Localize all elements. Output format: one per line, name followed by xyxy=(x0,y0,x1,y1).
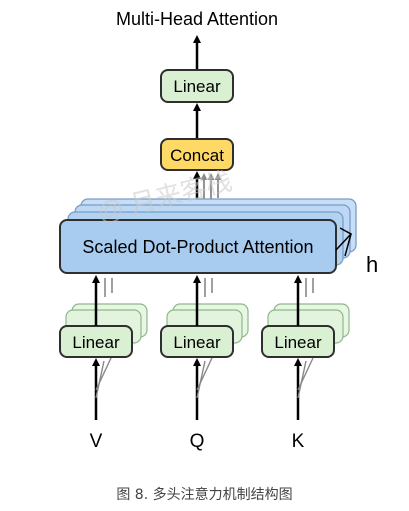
attention-label: Scaled Dot-Product Attention xyxy=(82,237,313,257)
top-linear-box xyxy=(160,69,234,103)
v-linear-label: Linear xyxy=(72,333,120,352)
projection-column-k: Linear K xyxy=(261,275,350,452)
top-linear-label: Linear xyxy=(173,77,221,96)
q-input-label: Q xyxy=(190,431,205,452)
figure-caption: 图 8. 多头注意力机制结构图 xyxy=(116,487,293,503)
k-input-fan-1 xyxy=(297,360,307,399)
projection-column-q: Linear Q xyxy=(160,275,249,452)
q-linear-label: Linear xyxy=(173,333,221,352)
heads-label: h xyxy=(366,252,378,277)
heads-brace xyxy=(335,227,353,257)
q-input-fan-2 xyxy=(196,357,213,391)
attention-box xyxy=(59,219,337,274)
k-linear-label: Linear xyxy=(274,333,322,352)
concat-box xyxy=(160,138,234,171)
v-input-fan-1 xyxy=(95,360,105,399)
v-input-label: V xyxy=(90,431,103,452)
k-input-fan-2 xyxy=(297,357,314,391)
q-input-fan-1 xyxy=(196,360,206,399)
v-input-fan-2 xyxy=(95,357,112,391)
diagram-title: Multi-Head Attention xyxy=(116,9,278,29)
k-input-label: K xyxy=(292,431,305,452)
concat-label: Concat xyxy=(170,146,224,165)
projection-column-v: Linear V xyxy=(59,275,148,452)
